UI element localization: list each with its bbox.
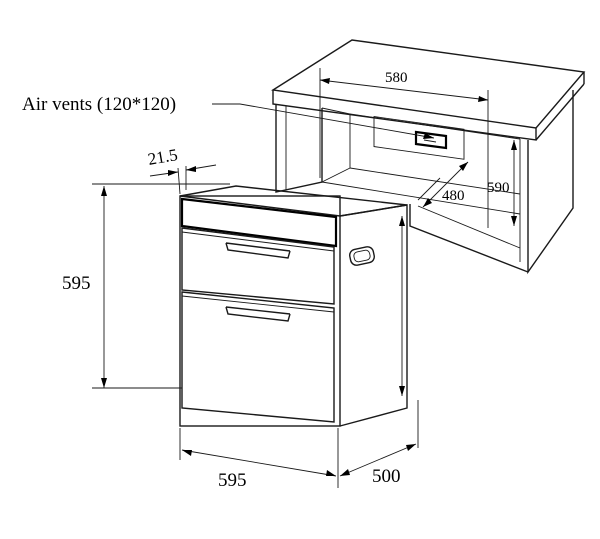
- appliance-height-label: 595: [62, 273, 91, 294]
- cabinet-height-label: 590: [487, 180, 510, 196]
- dim-appliance-width: 595: [179, 428, 339, 491]
- appliance: [179, 185, 408, 427]
- dim-cabinet-depth: 480: [417, 161, 469, 208]
- appliance-front: [179, 195, 341, 427]
- front-gap-label: 21.5: [146, 145, 179, 169]
- lower-drawer-handle[interactable]: [225, 306, 291, 322]
- appliance-side: [339, 204, 408, 427]
- air-vents-label: Air vents (120*120): [22, 94, 176, 115]
- control-panel: [180, 197, 338, 248]
- appliance-depth-label: 500: [372, 466, 401, 487]
- air-vents-callout: Air vents (120*120): [22, 94, 435, 139]
- appliance-width-label: 595: [218, 470, 247, 491]
- lower-drawer: [181, 291, 335, 423]
- cabinet-bottom: [409, 204, 529, 273]
- cabinet-opening: [321, 107, 351, 183]
- side-handle[interactable]: [349, 246, 376, 267]
- cabinet: [271, 39, 586, 275]
- dim-front-gap: 21.5: [146, 145, 217, 195]
- cabinet-left-side: [275, 104, 323, 193]
- cabinet-width-label: 580: [385, 70, 408, 86]
- upper-drawer: [181, 227, 335, 305]
- dim-appliance-side-height: [399, 216, 405, 396]
- dim-cabinet-height: 590: [487, 140, 517, 226]
- cabinet-depth-label: 480: [442, 188, 465, 204]
- dim-cabinet-width: 580: [319, 68, 489, 228]
- upper-drawer-handle[interactable]: [225, 242, 291, 259]
- dim-appliance-depth: 500: [339, 400, 419, 487]
- dim-appliance-height: 595: [62, 183, 230, 389]
- cabinet-right-side: [527, 90, 574, 275]
- air-vent: [414, 130, 448, 150]
